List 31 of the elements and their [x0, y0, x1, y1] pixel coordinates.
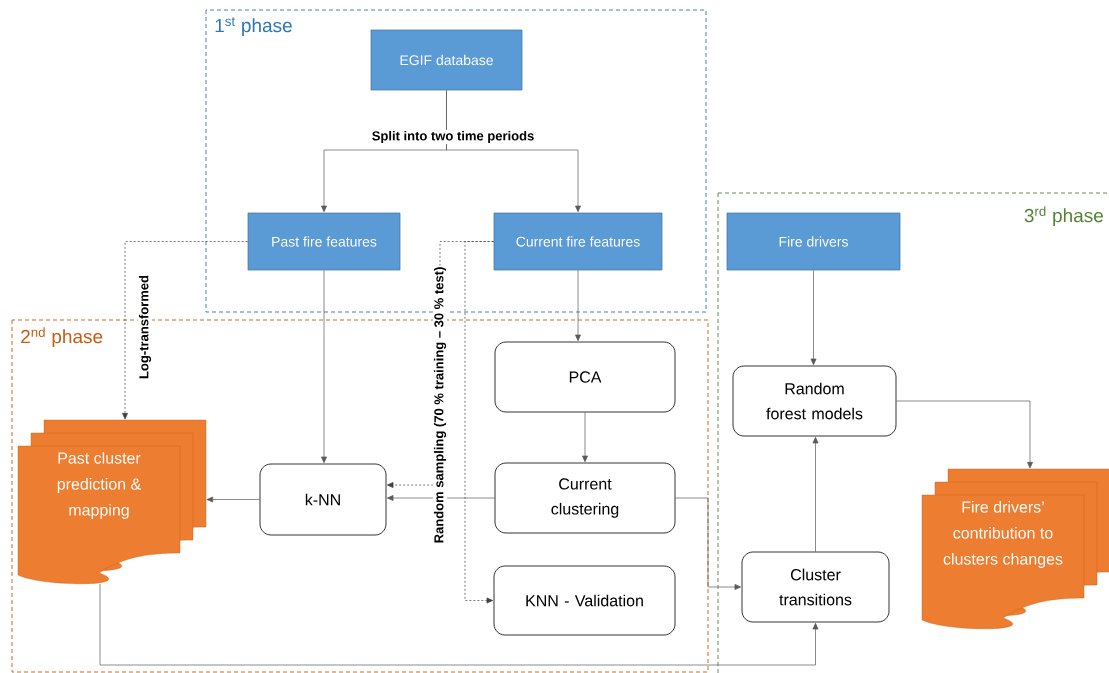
process-box: Cluster transitions — [741, 551, 890, 623]
arrow — [675, 497, 742, 590]
phase-heading: 3$^{rd}$ phase — [1024, 206, 1103, 227]
process-box: Fire drivers — [726, 212, 901, 271]
edge-label: Split into two time periods — [370, 129, 536, 145]
arrow — [386, 495, 495, 501]
phase-heading: 2$^{nd}$ phase — [21, 327, 103, 348]
process-box: Current clustering — [494, 462, 676, 534]
process-box: Current fire features — [493, 212, 663, 271]
process-box: KNN - Validation — [493, 565, 676, 636]
process-box: Random forest models — [732, 365, 897, 437]
edge-label: Random sampling (70 % training – 30 % test) — [432, 265, 448, 545]
edge-label: Log-transformed — [137, 274, 153, 380]
arrow — [582, 412, 588, 463]
document-stack: Fire drivers’ contribution to clusters changes — [921, 468, 1109, 629]
arrow — [446, 90, 581, 213]
arrow — [575, 270, 581, 342]
arrow — [812, 436, 819, 552]
process-box: PCA — [494, 341, 676, 413]
process-box: Past fire features — [247, 212, 401, 271]
arrow — [810, 270, 817, 366]
process-box: k-NN — [259, 463, 387, 536]
arrow — [122, 241, 248, 420]
document-stack: Past cluster prediction & mapping — [17, 419, 207, 584]
arrow — [206, 496, 260, 503]
process-box: EGIF database — [370, 29, 523, 91]
arrow — [464, 241, 494, 604]
arrow — [321, 270, 327, 464]
phase-heading: 1$^{st}$ phase — [215, 17, 292, 36]
arrow — [896, 400, 1033, 469]
arrow — [99, 583, 819, 666]
